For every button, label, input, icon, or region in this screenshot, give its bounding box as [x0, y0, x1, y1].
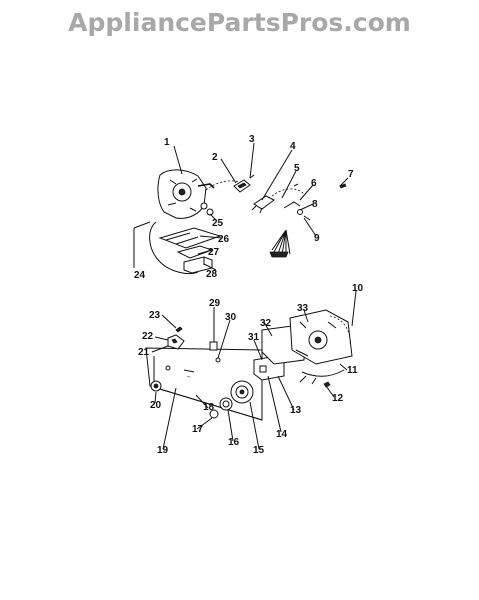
upper-assembly-drawing: [149, 169, 347, 275]
callout-18: 18: [203, 402, 215, 413]
callout-15: 15: [253, 445, 265, 456]
callout-4: 4: [290, 141, 296, 152]
callout-17: 17: [192, 424, 204, 435]
svg-text:~: ~: [186, 373, 192, 381]
callout-2: 2: [212, 152, 218, 163]
callout-27: 27: [208, 247, 220, 258]
callout-7: 7: [348, 169, 354, 180]
callout-24: 24: [134, 270, 146, 281]
callout-14: 14: [276, 429, 288, 440]
watermark-logo-text: AppliancePartsPros.com: [68, 8, 411, 37]
callout-16: 16: [228, 437, 240, 448]
callout-31: 31: [248, 332, 260, 343]
callout-3: 3: [249, 134, 255, 145]
callout-32: 32: [260, 318, 272, 329]
callout-33: 33: [297, 303, 309, 314]
callout-8: 8: [312, 199, 318, 210]
callout-9: 9: [314, 233, 320, 244]
callout-21: 21: [138, 347, 150, 358]
callout-11: 11: [347, 365, 358, 376]
callout-26: 26: [218, 234, 230, 245]
callout-19: 19: [157, 445, 169, 456]
leader-lines: [133, 142, 357, 450]
callout-25: 25: [212, 218, 224, 229]
callout-30: 30: [225, 312, 237, 323]
callout-29: 29: [209, 298, 221, 309]
callout-10: 10: [352, 283, 364, 294]
callout-20: 20: [150, 400, 162, 411]
callout-5: 5: [294, 163, 300, 174]
callout-23: 23: [149, 310, 161, 321]
callout-1: 1: [164, 137, 170, 148]
callout-22: 22: [142, 331, 154, 342]
callout-13: 13: [290, 405, 302, 416]
lower-assembly-drawing: ~: [145, 309, 353, 421]
callout-6: 6: [311, 178, 317, 189]
callout-28: 28: [206, 269, 218, 280]
callout-labels: 1 2 3 4 5 6 7 8 9 10 11 12 13 14 15 16 1…: [134, 134, 364, 456]
callout-12: 12: [332, 393, 344, 404]
